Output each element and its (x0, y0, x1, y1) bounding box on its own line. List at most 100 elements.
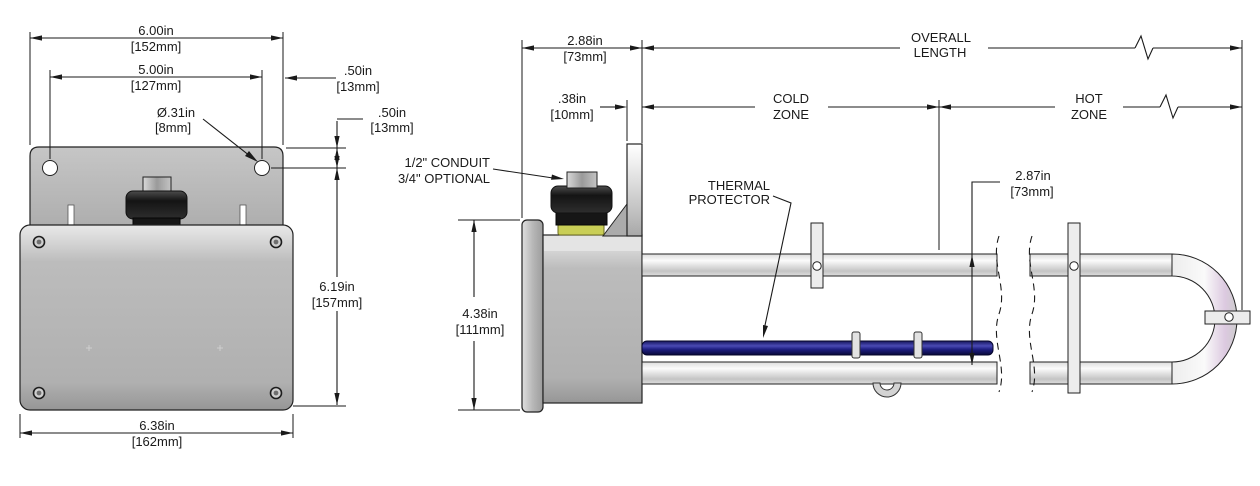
arrowhead (271, 35, 283, 41)
label-line2: ZONE (1071, 107, 1107, 122)
arrowhead (285, 75, 297, 81)
dim-text-in: .50in (378, 105, 406, 120)
heating-element (641, 222, 1251, 398)
dim-cold-zone: COLD ZONE (642, 91, 940, 250)
label-line1: 1/2" CONDUIT (404, 155, 490, 170)
arrowhead (471, 220, 477, 232)
arrowhead (50, 74, 62, 80)
dim-overall-length: OVERALL LENGTH (642, 30, 1243, 310)
dim-text-mm: [157mm] (312, 295, 363, 310)
support-bracket (810, 222, 824, 289)
arrowhead (522, 45, 534, 51)
arrowhead (1230, 104, 1242, 110)
tube-clamp (872, 382, 902, 398)
leader-line (202, 118, 256, 161)
dim-element-spacing: 2.87in [73mm] (969, 168, 1054, 365)
enclosure-front (19, 224, 294, 411)
panel-center-marks (86, 345, 223, 351)
dim-text-mm: [127mm] (131, 78, 182, 93)
center-mark (217, 345, 223, 351)
arrowhead (630, 45, 642, 51)
bracket-plate (626, 143, 643, 237)
break-line (1028, 235, 1036, 393)
arrowhead (551, 174, 564, 180)
support-bracket (1067, 222, 1081, 394)
conduit-cap (125, 190, 188, 220)
dim-text-mm: [13mm] (370, 120, 413, 135)
bracket-hole (812, 261, 822, 271)
screw-center (36, 390, 42, 396)
label-line2: ZONE (773, 107, 809, 122)
dim-text-mm: [13mm] (336, 79, 379, 94)
conduit-cylinder (566, 171, 598, 189)
arrowhead (615, 104, 627, 110)
dim-text-mm: [10mm] (550, 107, 593, 122)
extension-line (29, 32, 284, 145)
dim-text-in: 2.88in (567, 33, 602, 48)
label-thermal-protector: THERMAL PROTECTOR (689, 178, 792, 338)
bottom-tube-cold (641, 361, 998, 385)
arrowhead (471, 398, 477, 410)
label-line2: LENGTH (914, 45, 967, 60)
bracket-hole (1224, 312, 1234, 322)
dim-text-in: Ø.31in (157, 105, 195, 120)
extension-line (271, 147, 346, 169)
arrowhead (1230, 45, 1242, 51)
break-line (995, 235, 1003, 393)
plate-slot-right (239, 204, 247, 226)
enclosure-top-face (544, 236, 641, 251)
dim-enclosure-depth: 2.88in [73mm] (521, 33, 643, 218)
dim-text-in: 6.19in (319, 279, 354, 294)
arrowhead (334, 156, 340, 168)
label-line1: THERMAL (708, 178, 770, 193)
leader-line (492, 168, 554, 179)
arrowhead (334, 393, 340, 405)
arrowhead (969, 255, 975, 267)
dim-text-in: .50in (344, 63, 372, 78)
screw-center (273, 239, 279, 245)
label-conduit: 1/2" CONDUIT 3/4" OPTIONAL (398, 155, 564, 186)
arrowhead (334, 136, 340, 148)
arrowhead (927, 104, 939, 110)
screw-center (36, 239, 42, 245)
dim-hole-top-offset: .50in [13mm] (271, 105, 414, 186)
dim-bracket-thickness: .38in [10mm] (550, 91, 628, 141)
top-tube-hot (1029, 253, 1173, 277)
dim-plate-height: 6.19in [157mm] (293, 186, 363, 407)
enclosure-screws (32, 235, 283, 400)
dim-box-width: 6.38in [162mm] (19, 414, 294, 449)
dim-text-mm: [8mm] (155, 120, 191, 135)
dim-enclosure-height: 4.38in [111mm] (456, 219, 520, 411)
rod-clip (913, 331, 923, 359)
break-zigzag (1159, 93, 1179, 120)
dimension-line (971, 181, 1000, 365)
dim-text-in: 6.38in (139, 418, 174, 433)
arrowhead (245, 151, 258, 162)
bracket-hole (1069, 261, 1079, 271)
arrowhead (969, 353, 975, 365)
leader-line (763, 195, 792, 331)
screw-center (273, 390, 279, 396)
dim-text-in: 4.38in (462, 306, 497, 321)
gasket-ring (557, 223, 605, 236)
label-line1: OVERALL (911, 30, 971, 45)
arrowhead (763, 325, 768, 338)
extension-line (458, 219, 520, 411)
thermal-protector-rod (641, 340, 994, 356)
dim-text-in: 5.00in (138, 62, 173, 77)
conduit-hub-side (550, 171, 613, 236)
enclosure-side (542, 234, 643, 404)
label-line2: 3/4" OPTIONAL (398, 171, 490, 186)
arrowhead (642, 104, 654, 110)
dim-hole-spacing: 5.00in [127mm] (49, 62, 263, 159)
extension-line (49, 70, 263, 159)
dim-text-in: .38in (558, 91, 586, 106)
front-view: 6.00in [152mm] 5.00in [127mm] .50in [13m… (19, 23, 414, 449)
dim-edge-offset: .50in [13mm] (285, 63, 380, 94)
side-view: 2.88in [73mm] OVERALL LENGTH .38in [10mm… (398, 30, 1251, 413)
dim-hot-zone: HOT ZONE (939, 91, 1242, 122)
dim-text-in: 6.00in (138, 23, 173, 38)
dim-text-mm: [162mm] (132, 434, 183, 449)
